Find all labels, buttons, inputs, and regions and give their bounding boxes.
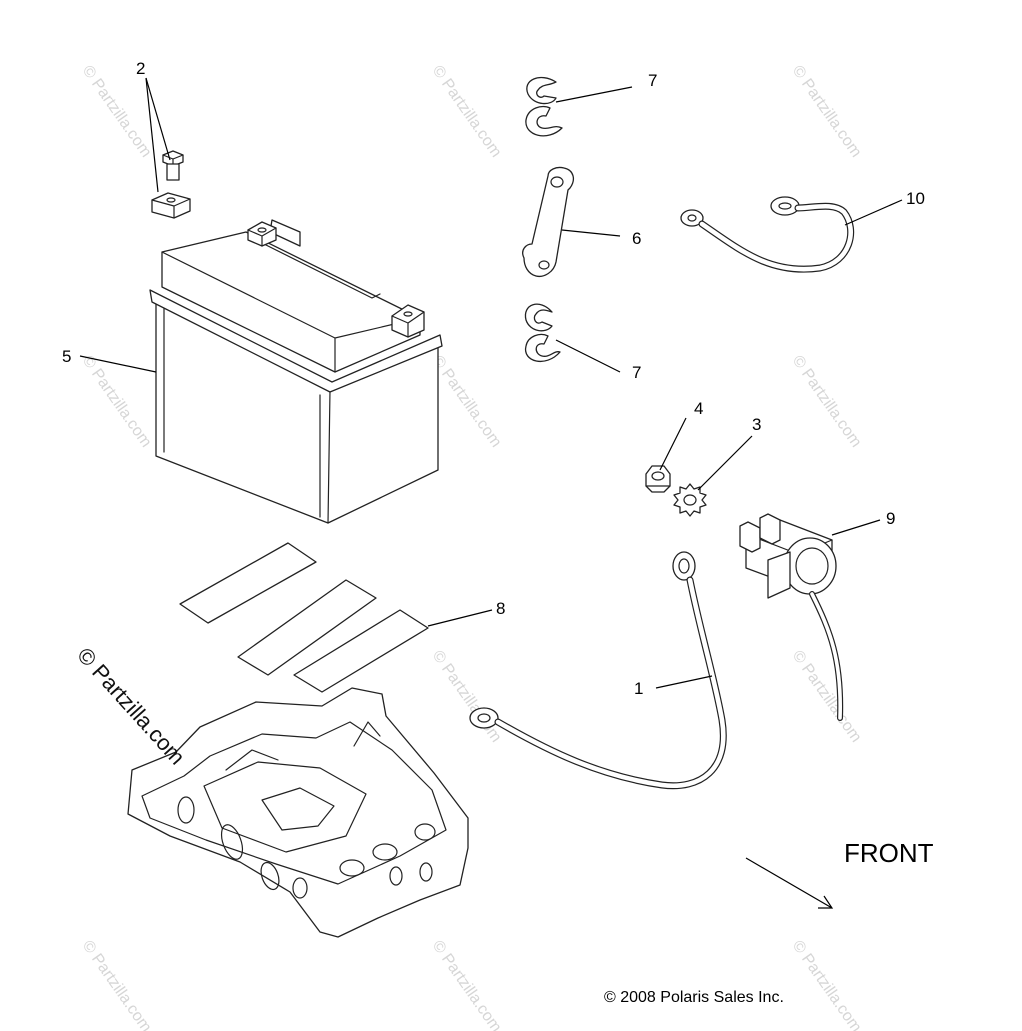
leader-lines xyxy=(79,77,903,689)
battery-tray xyxy=(127,687,469,938)
part-9-relay xyxy=(739,513,844,721)
watermark: © Partzilla.com xyxy=(429,353,505,451)
callout-8: 8 xyxy=(496,599,505,618)
callout-7-top: 7 xyxy=(648,71,657,90)
watermark: © Partzilla.com xyxy=(429,648,505,746)
front-arrow-icon xyxy=(745,857,834,909)
callout-6: 6 xyxy=(632,229,641,248)
watermark: © Partzilla.com xyxy=(429,63,505,161)
callout-5: 5 xyxy=(62,347,71,366)
watermark: © Partzilla.com xyxy=(789,353,865,451)
part-8-pads xyxy=(179,542,429,693)
callout-10: 10 xyxy=(906,189,925,208)
part-5-battery xyxy=(149,219,443,524)
watermark: © Partzilla.com xyxy=(79,353,155,451)
front-label: FRONT xyxy=(844,838,934,868)
front-direction-indicator: FRONT xyxy=(745,838,934,909)
part-1-cable xyxy=(469,551,727,790)
callout-4: 4 xyxy=(694,399,703,418)
callout-1: 1 xyxy=(634,679,643,698)
watermark: © Partzilla.com xyxy=(789,938,865,1031)
watermark: © Partzilla.com xyxy=(789,648,865,746)
watermark: © Partzilla.com xyxy=(429,938,505,1031)
watermark: © Partzilla.com xyxy=(789,63,865,161)
watermark: © Partzilla.com xyxy=(79,938,155,1031)
part-7-clip-bottom xyxy=(524,303,561,363)
part-6-bracket xyxy=(522,166,575,278)
part-4-nut xyxy=(645,465,671,493)
callout-2: 2 xyxy=(136,59,145,78)
callout-7-bottom: 7 xyxy=(632,363,641,382)
partzilla-watermark: © Partzilla.com xyxy=(72,643,190,770)
part-7-clip-top xyxy=(525,77,563,137)
callout-9: 9 xyxy=(886,509,895,528)
copyright-notice: © 2008 Polaris Sales Inc. xyxy=(604,989,784,1006)
part-3-washer xyxy=(673,483,707,517)
callouts: 2 5 7 6 7 10 4 3 9 8 1 xyxy=(62,59,925,698)
callout-3: 3 xyxy=(752,415,761,434)
part-10-cable xyxy=(680,196,855,273)
